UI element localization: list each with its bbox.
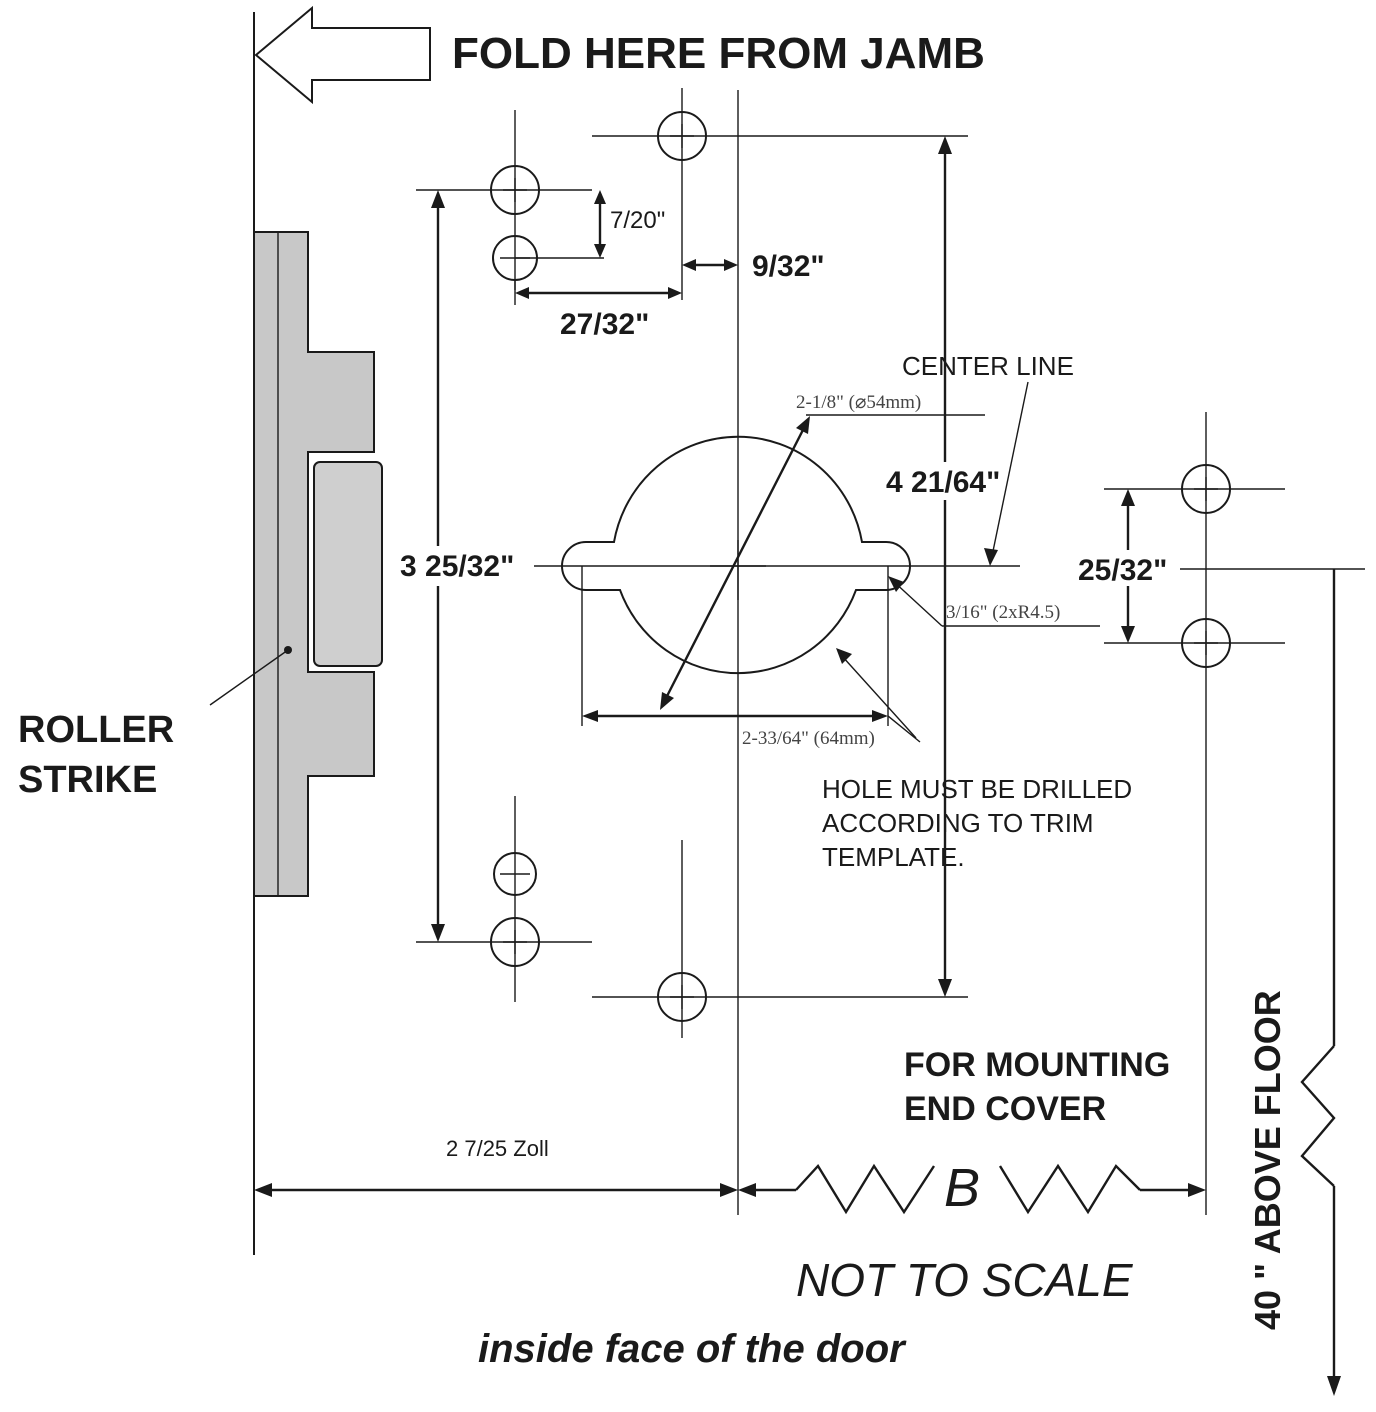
dim-7-20 <box>594 190 606 258</box>
screw-hole-bottom-right <box>592 840 968 1038</box>
b-dim <box>738 1163 1206 1215</box>
drill-note-leader <box>841 655 917 739</box>
dim-2-33-64 <box>581 566 921 743</box>
roller-strike-label-2: STRIKE <box>18 759 157 801</box>
fold-arrow-icon <box>254 5 431 105</box>
dim-7-20-label: 7/20" <box>610 207 665 234</box>
width-label: 2-33/64" (64mm) <box>742 728 875 749</box>
drill-note-1: HOLE MUST BE DRILLED <box>822 774 1132 804</box>
roller-strike-label-1: ROLLER <box>18 709 174 751</box>
end-cover-hole-top <box>1104 412 1285 1215</box>
diameter-leader <box>660 414 985 710</box>
screw-hole-bottom-left-1 <box>493 796 537 1002</box>
above-floor-dim <box>1300 569 1341 1396</box>
fold-here-label: FOLD HERE FROM JAMB <box>452 29 985 78</box>
dim-25-32 <box>1074 489 1174 643</box>
radius-leader <box>888 576 1100 627</box>
dim-9-32-label: 9/32" <box>752 250 825 283</box>
screw-hole-top-left-2 <box>492 235 604 281</box>
center-line-arrow <box>984 548 998 566</box>
b-label: B <box>944 1158 980 1218</box>
above-floor-label: 40 " ABOVE FLOOR <box>1247 990 1288 1330</box>
screw-hole-top-left <box>416 110 592 290</box>
drill-note-2: ACCORDING TO TRIM <box>822 808 1094 838</box>
not-to-scale-label: NOT TO SCALE <box>796 1254 1134 1306</box>
dim-4-21-64-label: 4 21/64" <box>886 466 1000 499</box>
inside-face-label: inside face of the door <box>478 1327 907 1371</box>
drill-note-arrow <box>836 648 852 664</box>
dim-3-25-32 <box>396 190 524 942</box>
mount-note-2: END COVER <box>904 1090 1106 1128</box>
backset-dim <box>254 1183 738 1197</box>
screw-hole-bottom-left-2 <box>416 917 592 967</box>
end-cover-hole-bottom <box>1104 618 1285 668</box>
dim-3-25-32-label: 3 25/32" <box>400 550 514 583</box>
center-line-label: CENTER LINE <box>902 351 1074 381</box>
radius-label: 3/16" (2xR4.5) <box>946 602 1060 623</box>
roller-strike <box>253 231 383 897</box>
dim-27-32 <box>514 280 682 305</box>
drill-note-3: TEMPLATE. <box>822 842 965 872</box>
dim-25-32-label: 25/32" <box>1078 554 1167 587</box>
dim-27-32-label: 27/32" <box>560 308 649 341</box>
backset-label: 2 7/25 Zoll <box>446 1136 549 1161</box>
cross-bore-hole <box>561 435 911 675</box>
mount-note-1: FOR MOUNTING <box>904 1046 1170 1084</box>
screw-hole-top-right <box>592 88 968 300</box>
roller-strike-leader <box>209 649 289 706</box>
diameter-label: 2-1/8" (⌀54mm) <box>796 392 921 413</box>
center-line-leader <box>991 381 1029 557</box>
dim-9-32 <box>682 259 738 271</box>
